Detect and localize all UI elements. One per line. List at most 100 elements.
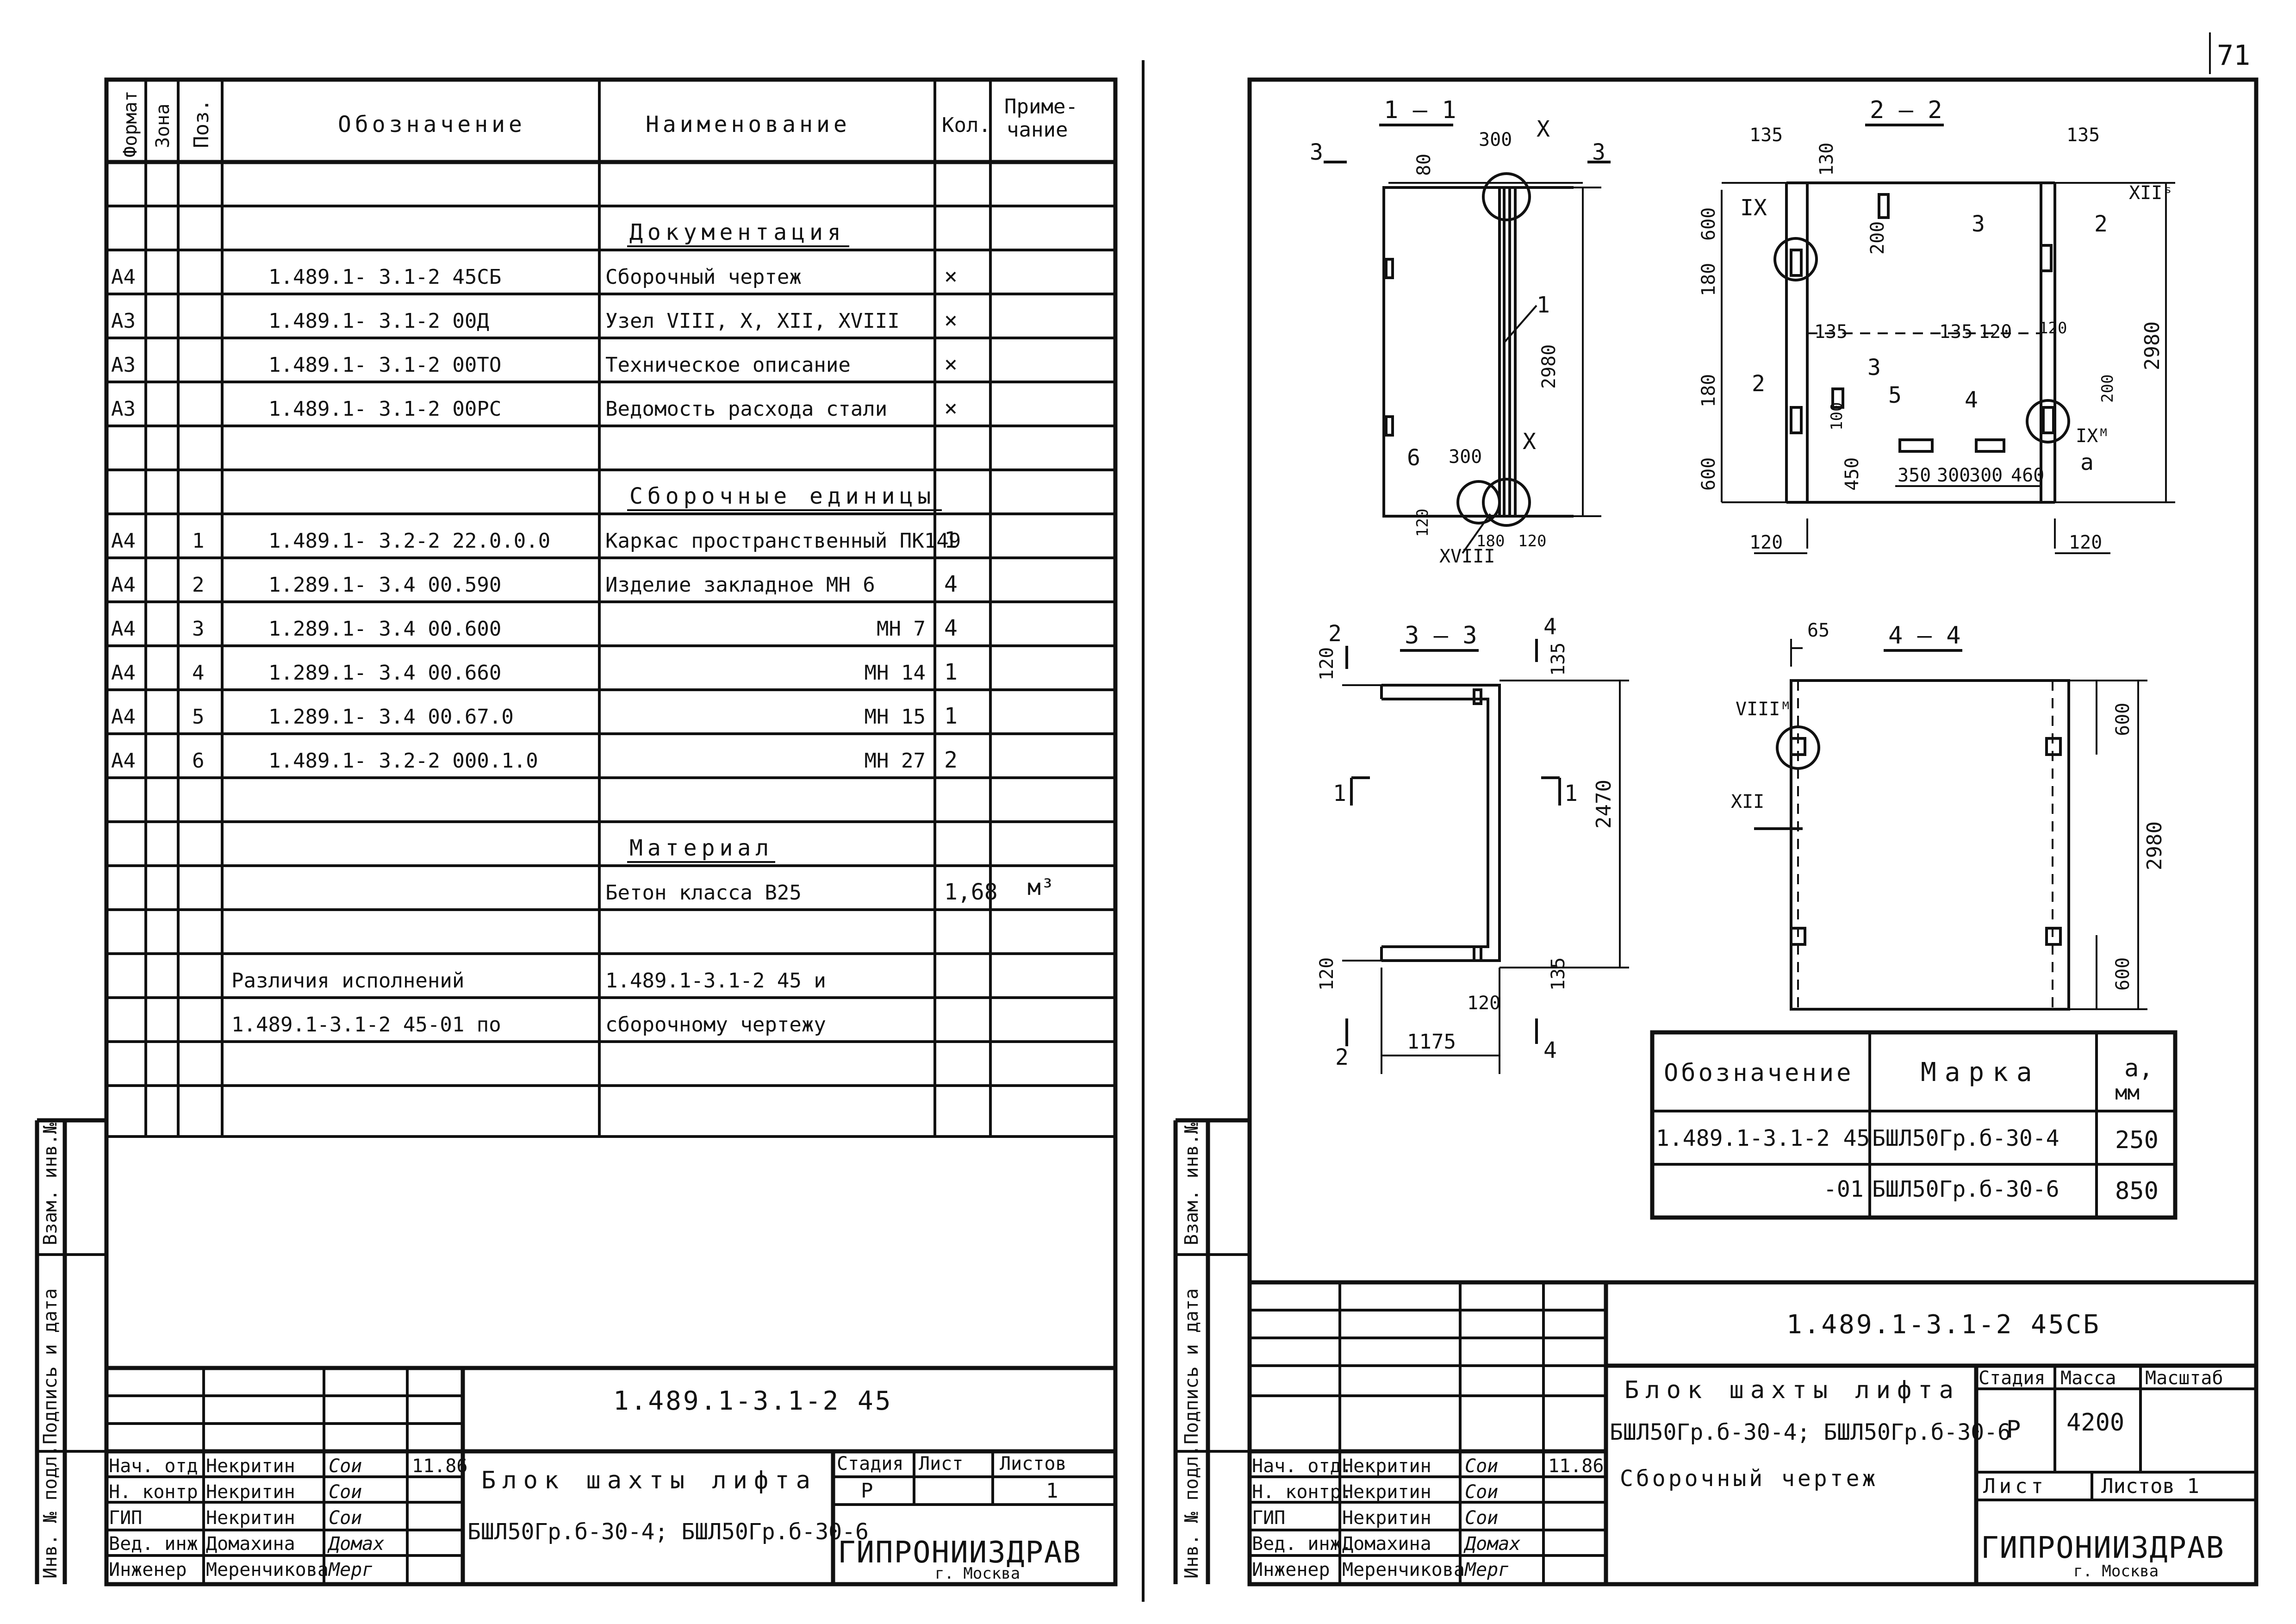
person-date: 11.86 bbox=[412, 1455, 467, 1477]
dimension-label: 135 bbox=[1548, 957, 1569, 991]
callout-label: 2 bbox=[1328, 621, 1342, 647]
row-name: Сборочный чертеж bbox=[605, 265, 802, 289]
row-format: А4 bbox=[111, 705, 136, 729]
row-designation: 1.289.1- 3.4 00.67.0 bbox=[268, 705, 514, 729]
row-pos: 1 bbox=[192, 529, 205, 553]
callout-label: 3 bbox=[1310, 139, 1323, 165]
dimension-label: 180 bbox=[1476, 532, 1505, 550]
view-2-2: 2 — 2 bbox=[1698, 96, 2175, 554]
person-date: 11.86 bbox=[1548, 1455, 1604, 1477]
header-qty: Кол. bbox=[942, 113, 991, 137]
row-pos: 2 bbox=[192, 573, 205, 597]
person-signature: Домах bbox=[1463, 1533, 1520, 1555]
right-doc-code: 1.489.1-3.1-2 45СБ bbox=[1786, 1310, 2101, 1340]
row-designation: 1.489.1- 3.2-2 000.1.0 bbox=[268, 749, 538, 773]
person-role: Н. контр. bbox=[109, 1481, 209, 1503]
row-qty: 1 bbox=[944, 703, 958, 729]
page-number: 71 bbox=[2217, 39, 2250, 72]
person-name: Меренчикова bbox=[1342, 1559, 1465, 1580]
callout-label: X bbox=[1537, 116, 1550, 142]
marks-row-2-mark: БШЛ50Гр.б-30-6 bbox=[1872, 1176, 2060, 1202]
dimension-label: 135 bbox=[1548, 643, 1569, 676]
callout-label: IXᴹ bbox=[2076, 425, 2109, 447]
dimension-label: 120 bbox=[1316, 647, 1338, 681]
right-org: ГИПРОНИИЗДРАВ bbox=[1981, 1531, 2225, 1565]
dimension-label: 65 bbox=[1807, 620, 1829, 641]
dimension-label: 2980 bbox=[2143, 821, 2166, 870]
right-side-inv-zam: Взам. инв.№ bbox=[1181, 1123, 1202, 1245]
person-signature: Домах bbox=[327, 1533, 384, 1555]
row-pos: 3 bbox=[192, 617, 205, 641]
callout-label: 4 bbox=[1543, 614, 1557, 640]
callout-label: VIIIᴹ bbox=[1736, 699, 1791, 720]
dimension-label: 460 bbox=[2011, 465, 2044, 486]
marks-header-mark: Марка bbox=[1921, 1057, 2041, 1087]
row-note: м³ bbox=[1027, 874, 1054, 900]
dimension-label: 120 bbox=[1979, 321, 2012, 343]
view-1-1-title: 1 — 1 bbox=[1384, 96, 1456, 124]
row-qty: × bbox=[944, 351, 958, 377]
row-qty: 1,68 bbox=[944, 879, 998, 905]
callout-label: 1 bbox=[1333, 781, 1346, 806]
dimension-label: 180 bbox=[1698, 263, 1719, 296]
dimension-label: 600 bbox=[2112, 957, 2134, 991]
person-signature: Сои bbox=[1465, 1507, 1498, 1529]
side-inv-zam: Взам. инв.№ bbox=[40, 1123, 61, 1245]
row-name: Бетон класса В25 bbox=[605, 881, 802, 905]
right-title-2: БШЛ50Гр.б-30-4; БШЛ50Гр.б-30-6 bbox=[1610, 1419, 2011, 1445]
dimension-label: 135 bbox=[2066, 125, 2100, 146]
callout-label: IX bbox=[1740, 195, 1767, 221]
person-role: Инженер bbox=[1252, 1559, 1330, 1580]
callout-label: 5 bbox=[1888, 382, 1902, 408]
left-stage-label: Стадия bbox=[837, 1453, 904, 1474]
dimension-label: 120 bbox=[1413, 509, 1432, 537]
row-designation: 1.289.1- 3.4 00.660 bbox=[268, 661, 501, 685]
callout-label: 2 bbox=[1752, 371, 1765, 397]
right-side-inv-orig: Инв. № подл. bbox=[1181, 1445, 1202, 1579]
person-role: Нач. отд. bbox=[1252, 1455, 1352, 1477]
row-format: А4 bbox=[111, 617, 136, 641]
right-side-sign-date: Подпись и дата bbox=[1181, 1288, 1202, 1444]
right-stage: Р bbox=[2006, 1416, 2021, 1443]
header-name: Наименование bbox=[646, 112, 851, 137]
header-designation: Обозначение bbox=[338, 112, 526, 137]
row-name: МН 27 bbox=[865, 749, 926, 773]
callout-label: 4 bbox=[1965, 387, 1978, 413]
row-name: Изделие закладное МН 6 bbox=[605, 573, 875, 597]
dimension-label: 2470 bbox=[1592, 780, 1616, 829]
dimension-label: 300 bbox=[1969, 465, 2003, 486]
view-2-2-title: 2 — 2 bbox=[1870, 96, 1942, 124]
dimension-label: 2980 bbox=[1538, 344, 1560, 389]
dimension-label: a bbox=[2080, 450, 2094, 475]
person-name: Некритин bbox=[1342, 1481, 1431, 1503]
dimension-label: 2980 bbox=[2140, 321, 2164, 370]
person-name: Некритин bbox=[1342, 1455, 1431, 1477]
marks-header-designation: Обозначение bbox=[1664, 1059, 1854, 1087]
callout-label: XVIII bbox=[1439, 546, 1495, 567]
marks-header-mm: мм bbox=[2115, 1081, 2140, 1105]
person-role: Вед. инж. bbox=[109, 1533, 209, 1555]
view-3-3-title: 3 — 3 bbox=[1405, 622, 1477, 650]
person-role: Вед. инж. bbox=[1252, 1533, 1352, 1555]
callout-label: 2 bbox=[1335, 1044, 1349, 1070]
dimension-label: 300 bbox=[1449, 446, 1482, 468]
right-mass-label: Масса bbox=[2060, 1368, 2116, 1389]
section-heading: Документация bbox=[629, 219, 846, 245]
dimension-label: 300 bbox=[1937, 465, 1970, 486]
dimension-label: 200 bbox=[1867, 221, 1888, 255]
callout-label: 6 bbox=[1407, 445, 1420, 471]
person-signature: Сои bbox=[1465, 1455, 1498, 1477]
right-title-3: Сборочный чертеж bbox=[1620, 1466, 1878, 1492]
row-qty: × bbox=[944, 263, 958, 289]
person-signature: Сои bbox=[329, 1507, 362, 1529]
left-sheet: Формат Зона Поз. Обозначение Наименовани… bbox=[35, 77, 1118, 1587]
person-signature: Сои bbox=[329, 1455, 362, 1477]
row-qty: × bbox=[944, 395, 958, 421]
callout-label: 3 bbox=[1972, 211, 1985, 237]
left-stage: Р bbox=[861, 1479, 873, 1503]
dimension-label: 600 bbox=[1698, 457, 1719, 491]
dimension-label: 180 bbox=[1698, 374, 1719, 407]
row-name: Техническое описание bbox=[605, 353, 851, 377]
